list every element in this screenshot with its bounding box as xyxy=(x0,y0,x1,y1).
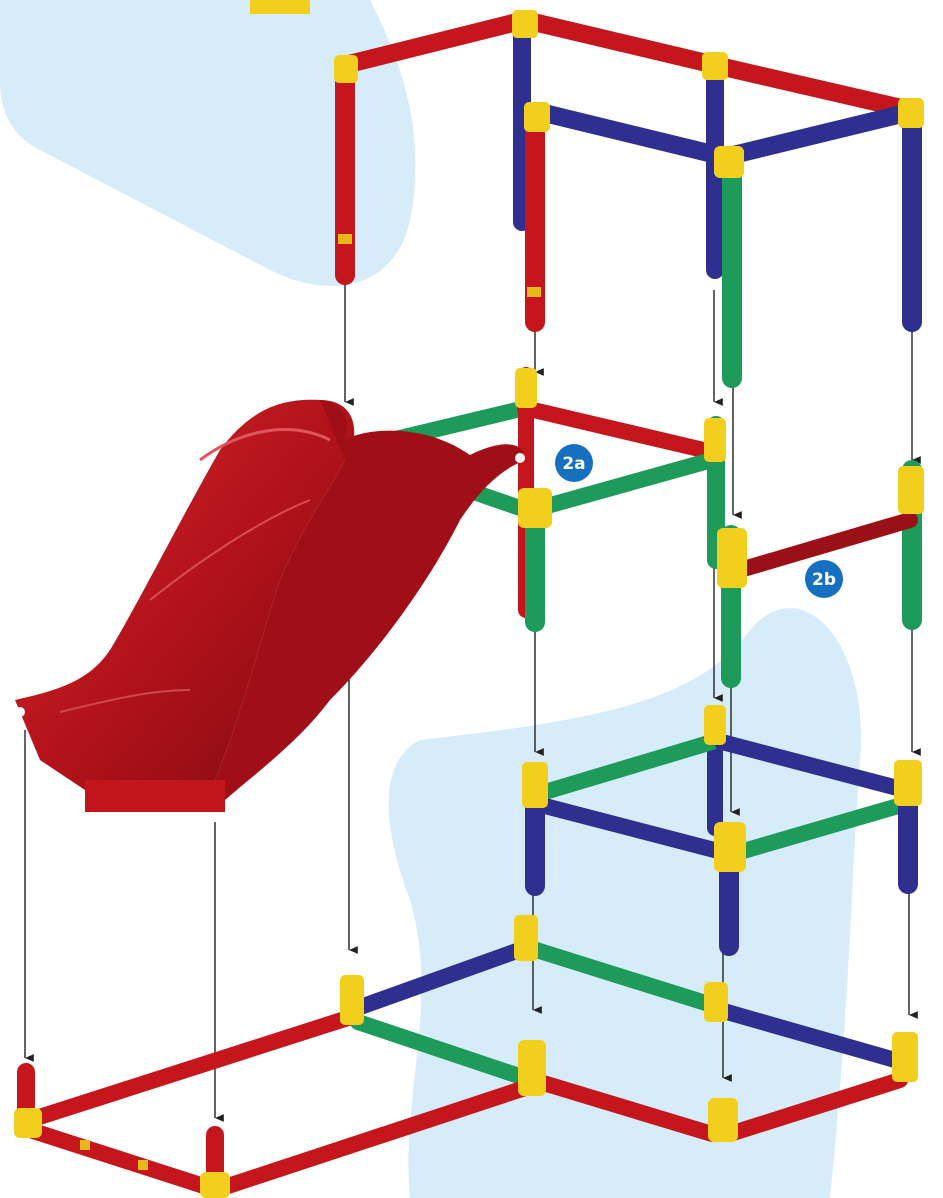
step-label-2b: 2b xyxy=(805,560,843,598)
step-label-2a-text: 2a xyxy=(562,454,585,474)
step-label-2b-text: 2b xyxy=(812,570,836,590)
step-label-2a: 2a xyxy=(555,444,593,482)
roof-frame xyxy=(250,0,924,378)
